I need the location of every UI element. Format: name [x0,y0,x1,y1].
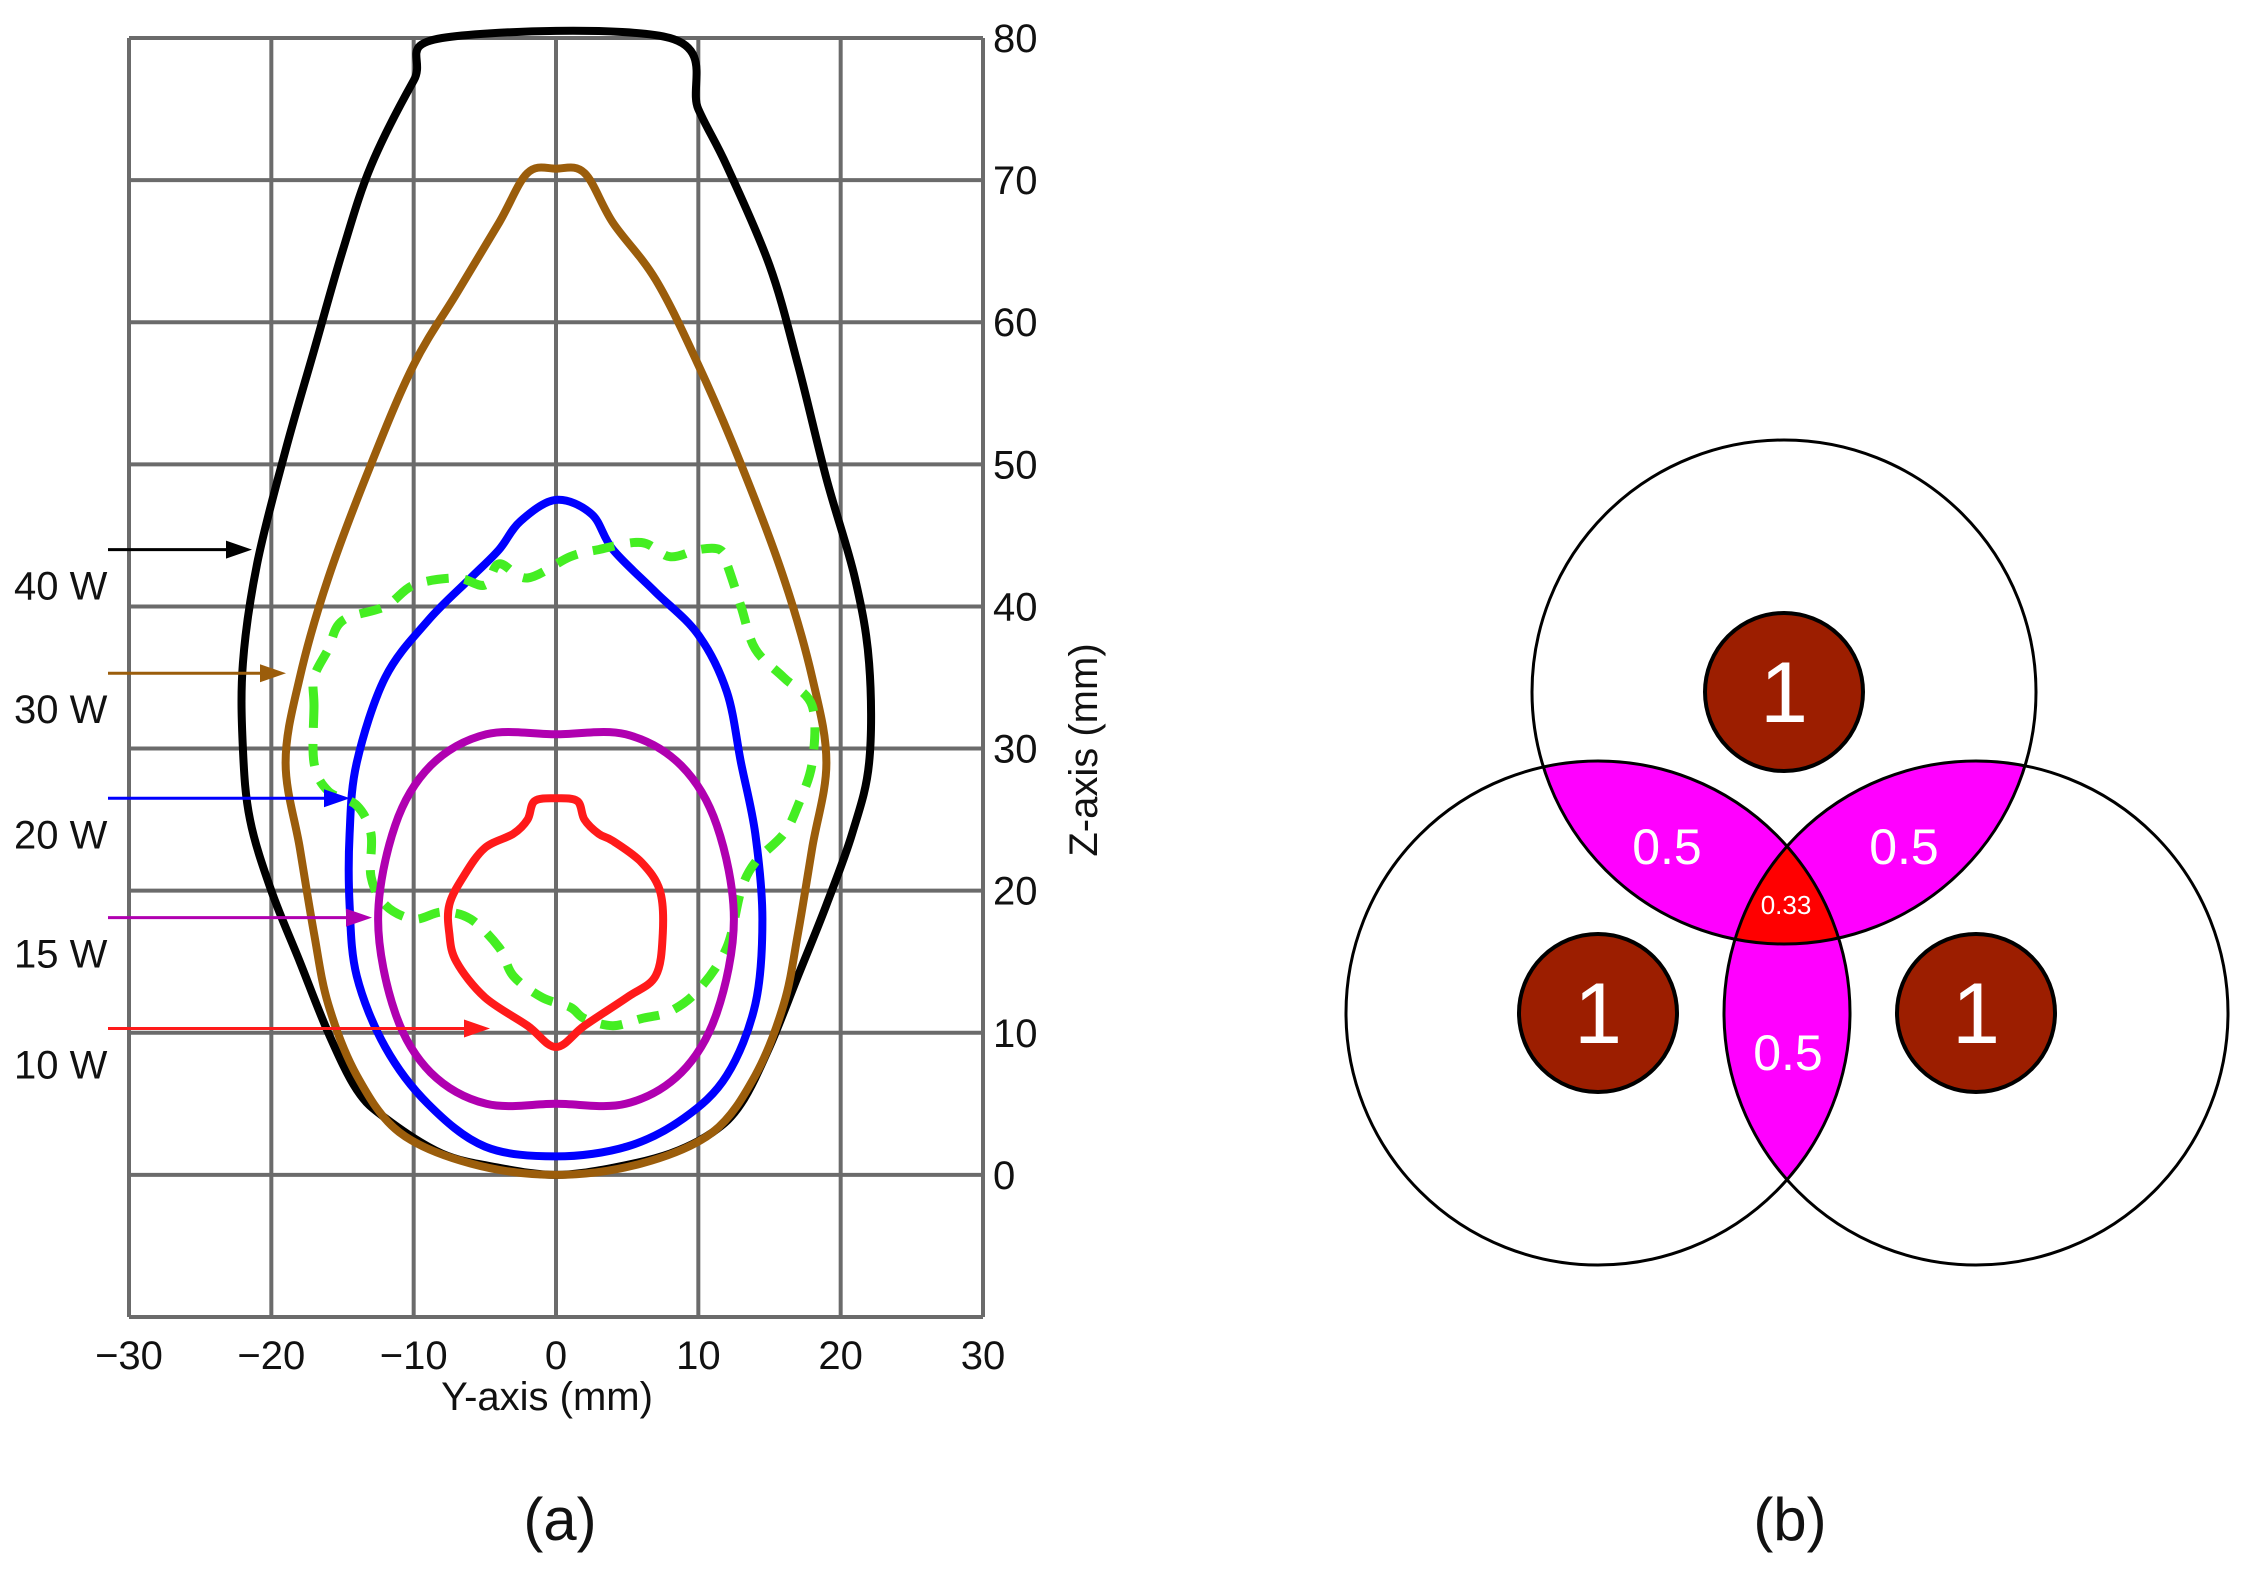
y-tick-label: 50 [993,443,1038,487]
pair-value-bottom: 0.5 [1753,1025,1823,1081]
power-label: 40 W [14,565,108,609]
y-tick-label: 0 [993,1154,1015,1198]
power-label: 30 W [14,688,108,732]
coverage-circle-top [1530,438,2038,946]
pair-value-left: 0.5 [1632,819,1702,875]
power-arrow-head [346,908,372,927]
x-tick-label: −30 [95,1334,163,1378]
y-tick-label: 80 [993,17,1038,61]
coverage-circle-right [1722,759,2230,1267]
power-label: 20 W [14,813,108,857]
chart-series-layer [237,26,876,1179]
y-tick-label: 20 [993,870,1038,914]
pair-value-right: 0.5 [1869,819,1939,875]
panel-b-label: (b) [1753,1486,1826,1553]
panel-a-chart: 40 W 30 W 20 W 15 W 10 W −30 −20 −10 0 10 20 30 80… [14,17,1106,1553]
power-arrow-head [464,1019,490,1038]
series-30w [281,163,831,1179]
power-arrow-head [226,540,252,559]
x-axis-title: Y-axis (mm) [441,1375,653,1419]
power-label: 15 W [14,933,108,977]
x-tick-label: −20 [237,1334,305,1378]
core-value-right: 1 [1952,966,2000,1062]
core-circle-top [1703,611,1865,773]
coverage-circle-left [1344,759,1852,1267]
core-value-top: 1 [1760,645,1808,741]
panel-a-label: (a) [523,1486,596,1553]
y-tick-label: 10 [993,1012,1038,1056]
core-circle-left [1517,932,1679,1094]
y-tick-label: 40 [993,585,1038,629]
power-arrows-layer: 40 W 30 W 20 W 15 W 10 W [14,540,490,1088]
core-circle-right [1895,932,2057,1094]
core-value-left: 1 [1574,966,1622,1062]
x-tick-label: 30 [961,1334,1006,1378]
overlap-top-left [1532,761,1850,944]
power-arrow-head [260,664,286,683]
triple-value: 0.33 [1761,890,1812,920]
y-tick-label: 30 [993,728,1038,772]
panel-b-diagram: 1 1 1 0.5 0.5 0.5 0.33 (b) [1344,438,2230,1553]
y-axis-title: Z-axis (mm) [1062,643,1106,856]
series-reference-dashed [308,537,820,1031]
x-tick-label: 0 [545,1334,567,1378]
series-15w [374,727,738,1111]
series-10w [443,794,668,1051]
x-tick-label: 10 [676,1334,721,1378]
series-20w [344,495,767,1161]
y-tick-labels: 80 70 60 50 40 30 20 10 0 [993,17,1038,1198]
x-tick-label: −10 [380,1334,448,1378]
y-tick-label: 60 [993,301,1038,345]
x-tick-label: 20 [818,1334,863,1378]
overlap-top-right [1724,761,2036,944]
power-label: 10 W [14,1044,108,1088]
power-arrow-head [324,789,350,808]
chart-grid [127,36,985,1319]
x-tick-labels: −30 −20 −10 0 10 20 30 [95,1334,1005,1378]
y-tick-label: 70 [993,159,1038,203]
